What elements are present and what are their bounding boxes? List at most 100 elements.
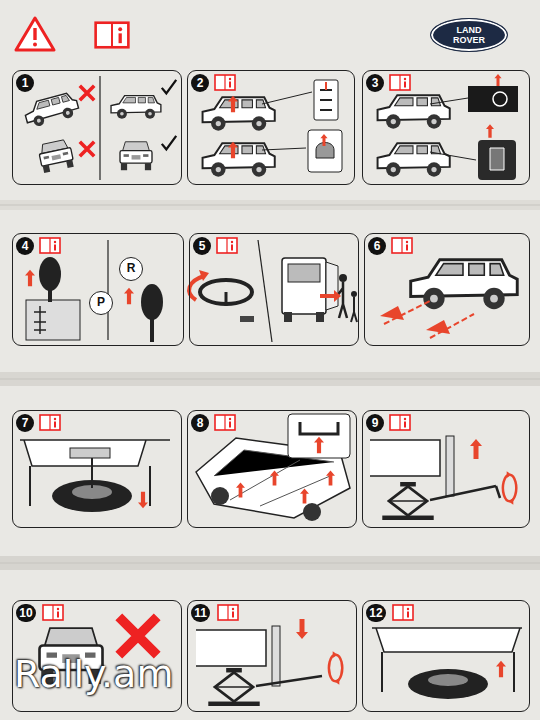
step-2-picture bbox=[203, 80, 342, 177]
step-8-picture bbox=[236, 483, 245, 498]
step-5-picture bbox=[326, 262, 338, 310]
step-4-picture bbox=[39, 257, 61, 291]
step-8-picture bbox=[314, 437, 324, 454]
step-5-picture bbox=[334, 290, 341, 302]
callout-number: 9 bbox=[366, 414, 384, 432]
step-2-picture bbox=[308, 130, 342, 172]
warning-icons bbox=[16, 18, 128, 50]
gear-position-circle: P bbox=[89, 291, 113, 315]
step-5-picture bbox=[351, 297, 357, 322]
step-panel: 3 bbox=[362, 70, 530, 185]
callout-number: 8 bbox=[191, 414, 209, 432]
step-2-picture bbox=[203, 143, 275, 176]
callout-number: 2 bbox=[191, 74, 209, 92]
warning-icons bbox=[33, 43, 37, 47]
step-panel: 5 bbox=[189, 233, 359, 346]
step-11-picture bbox=[296, 619, 308, 639]
step-3-picture bbox=[378, 74, 518, 180]
step-1-picture bbox=[80, 142, 94, 156]
step-1-picture bbox=[23, 76, 177, 180]
step-6-picture bbox=[380, 260, 517, 338]
step-11-picture bbox=[256, 676, 322, 686]
step-12-picture bbox=[408, 669, 488, 699]
manual-icons bbox=[40, 415, 60, 430]
step-9-picture bbox=[470, 439, 482, 459]
step-4-picture bbox=[124, 288, 134, 305]
step-panel: 4PR bbox=[12, 233, 184, 346]
step-12-picture bbox=[372, 628, 522, 699]
step-panel: 11 bbox=[187, 600, 357, 712]
callout-number: 5 bbox=[193, 237, 211, 255]
manual-icons bbox=[218, 605, 238, 620]
step-5-picture bbox=[320, 294, 334, 298]
step-panel: 8 bbox=[187, 410, 357, 528]
step-5-picture bbox=[189, 240, 357, 342]
step-6-picture bbox=[384, 300, 474, 338]
step-panel: 6 bbox=[364, 233, 530, 346]
step-4-picture bbox=[26, 300, 80, 340]
step-panel: 9 bbox=[362, 410, 530, 528]
step-10-picture bbox=[119, 617, 157, 655]
callout-number: 12 bbox=[366, 604, 386, 622]
manual-icons bbox=[40, 238, 60, 253]
step-2-picture bbox=[325, 82, 327, 90]
step-5-picture bbox=[240, 316, 254, 322]
step-8-picture bbox=[211, 487, 229, 505]
step-3-picture bbox=[494, 74, 501, 86]
gear-letter: R bbox=[120, 258, 142, 279]
step-1-picture bbox=[80, 86, 94, 100]
warning-icons bbox=[33, 28, 36, 40]
step-6-picture bbox=[426, 320, 450, 334]
step-panel: 12 bbox=[362, 600, 530, 712]
step-5-picture bbox=[225, 292, 228, 306]
step-4-picture bbox=[150, 318, 154, 342]
warning-icons bbox=[16, 18, 54, 50]
callout-number: 1 bbox=[16, 74, 34, 92]
step-8-picture bbox=[300, 489, 309, 504]
warning-icons bbox=[96, 23, 129, 48]
step-3-picture bbox=[378, 143, 450, 176]
paper-folds bbox=[0, 205, 540, 563]
step-1-picture bbox=[162, 80, 176, 94]
manual-icons bbox=[215, 75, 235, 90]
step-5-picture bbox=[288, 264, 320, 282]
step-8-picture bbox=[288, 414, 350, 458]
step-12-picture bbox=[372, 628, 522, 652]
gear-letter: P bbox=[90, 292, 112, 313]
step-3-picture bbox=[493, 92, 507, 106]
step-5-picture bbox=[189, 276, 204, 300]
step-8-picture bbox=[303, 503, 321, 521]
step-4-picture bbox=[25, 240, 163, 342]
step-11-picture bbox=[329, 651, 342, 684]
step-panel: 1 bbox=[12, 70, 182, 185]
step-5-picture bbox=[284, 312, 292, 322]
step-9-picture bbox=[382, 482, 433, 520]
step-5-picture bbox=[199, 270, 209, 281]
step-5-picture bbox=[351, 291, 357, 297]
step-9-picture bbox=[370, 440, 440, 476]
step-4-picture bbox=[25, 270, 35, 287]
step-3-picture bbox=[486, 124, 494, 137]
step-9-picture bbox=[430, 486, 500, 500]
step-8-picture bbox=[326, 471, 335, 486]
logo-text: LAND ROVER bbox=[447, 25, 491, 45]
step-panel: 7 bbox=[12, 410, 182, 528]
step-1-picture bbox=[37, 139, 74, 173]
manual-icons bbox=[393, 605, 413, 620]
step-12-picture bbox=[428, 674, 468, 686]
step-2-picture bbox=[314, 80, 338, 120]
step-1-picture bbox=[111, 96, 161, 119]
step-8-picture bbox=[270, 471, 279, 486]
step-9-picture bbox=[446, 436, 454, 496]
step-3-picture bbox=[478, 140, 516, 180]
step-7-picture bbox=[91, 458, 93, 488]
step-2-picture bbox=[320, 90, 332, 110]
step-1-picture bbox=[99, 76, 100, 180]
step-1-picture bbox=[120, 142, 152, 170]
step-7-picture bbox=[138, 492, 148, 509]
step-8-picture bbox=[196, 414, 350, 521]
